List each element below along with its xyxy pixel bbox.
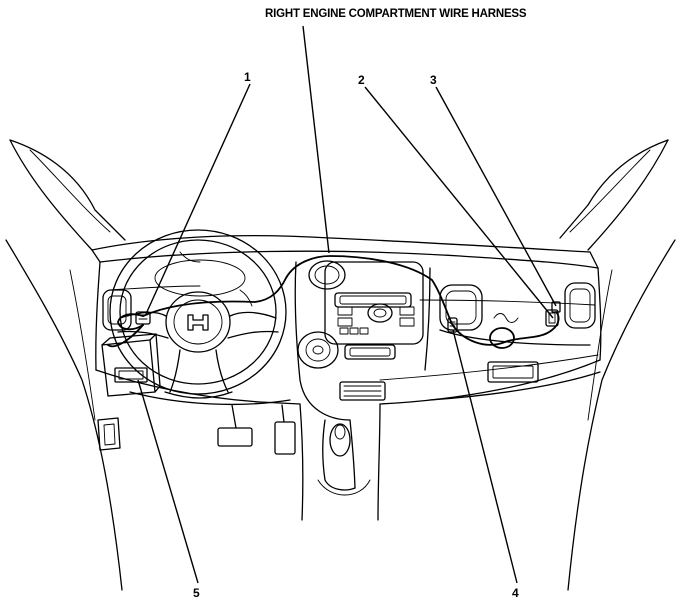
callout-2: 2 [358,73,365,87]
left-door-frame [5,239,123,591]
center-console [299,403,381,521]
leader-2 [364,86,554,319]
center-stack [294,260,431,421]
steering-column [129,391,291,406]
dashboard-body [95,261,602,405]
callout-3: 3 [430,73,437,87]
connector-2-3 [545,301,561,327]
right-door-frame [567,239,676,591]
steering-wheel [109,229,287,395]
connector-4 [447,317,458,333]
callout-5: 5 [193,586,200,600]
right-vents [439,282,596,331]
leader-3 [435,86,557,307]
callout-4: 4 [512,586,519,600]
wire-harness [107,255,560,349]
glove-box [487,361,539,383]
leader-title [302,25,330,254]
left-a-pillar [9,139,126,251]
dashboard-top [91,235,599,269]
left-vent [102,289,132,331]
callout-1: 1 [244,70,251,84]
right-a-pillar [559,139,669,251]
leader-1 [145,83,251,315]
leader-4 [452,329,518,584]
pedals [217,404,296,455]
diagram-title: RIGHT ENGINE COMPARTMENT WIRE HARNESS [265,8,527,20]
leader-5 [137,379,199,584]
leader-lines [137,25,557,584]
